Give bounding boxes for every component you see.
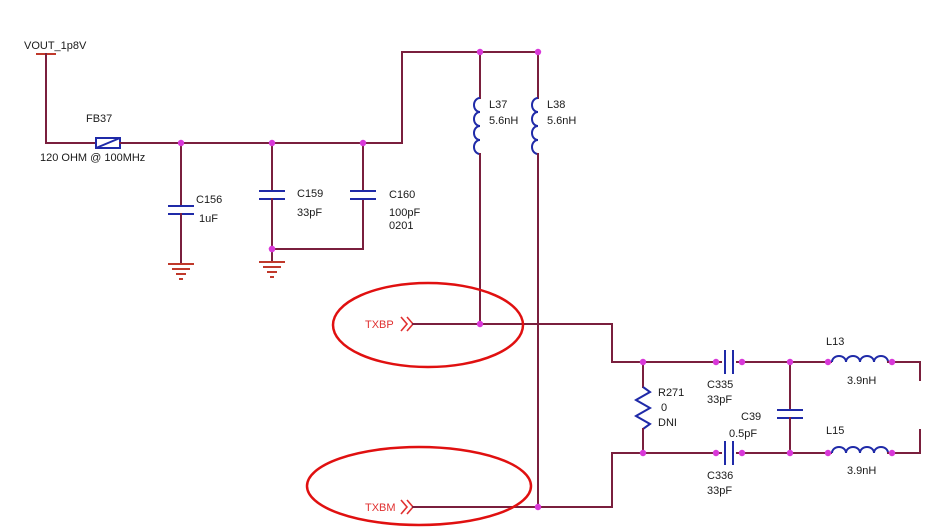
net-txbm: TXBM (365, 452, 871, 515)
c39-ref: C39 (741, 411, 761, 423)
capacitor-c335: C335 33pF (707, 350, 736, 406)
l15-value: 3.9nH (847, 465, 876, 477)
capacitor-c160: C160 100pF 0201 (350, 142, 420, 232)
ferrite-bead-fb37: FB37 120 OHM @ 100MHz (40, 113, 145, 164)
l13-value: 3.9nH (847, 375, 876, 387)
r271-ref: R271 (658, 387, 684, 399)
highlight-ellipse-txbp (331, 281, 525, 369)
c156-ref: C156 (196, 194, 222, 206)
c159-ref: C159 (297, 188, 323, 200)
l15-ref: L15 (826, 425, 844, 437)
r271-value: 0 (661, 402, 667, 414)
right-edge-stub (887, 361, 921, 454)
capacitor-c159: C159 33pF (259, 142, 364, 261)
c335-value: 33pF (707, 394, 732, 406)
r271-note: DNI (658, 417, 677, 429)
c156-value: 1uF (199, 213, 218, 225)
net-txbp: TXBP (365, 316, 871, 363)
ground-symbol-c156 (168, 263, 194, 280)
capacitor-c39: C39 0.5pF (729, 361, 803, 454)
txbm-label: TXBM (365, 502, 396, 514)
txbp-label: TXBP (365, 319, 394, 331)
fb37-ref: FB37 (86, 113, 112, 125)
c160-ref: C160 (389, 189, 415, 201)
c335-ref: C335 (707, 379, 733, 391)
junction-dots (177, 48, 896, 511)
inductor-l13: L13 3.9nH (826, 336, 889, 387)
c336-value: 33pF (707, 485, 732, 497)
vout-label: VOUT_1p8V (24, 40, 87, 52)
l37-ref: L37 (489, 99, 507, 111)
resistor-r271: R271 0 DNI (633, 361, 684, 454)
capacitor-c336: C336 33pF (707, 441, 736, 497)
inductor-l37: L37 5.6nH (473, 97, 518, 155)
highlight-ellipse-txbm (305, 445, 533, 527)
c160-package: 0201 (389, 220, 413, 232)
c336-ref: C336 (707, 470, 733, 482)
c159-value: 33pF (297, 207, 322, 219)
supply-rail (119, 51, 539, 144)
c39-value: 0.5pF (729, 428, 757, 440)
l38-value: 5.6nH (547, 115, 576, 127)
inductor-l38: L38 5.6nH (531, 97, 576, 155)
c160-value: 100pF (389, 207, 420, 219)
ground-symbol-c159 (259, 261, 285, 278)
l37-value: 5.6nH (489, 115, 518, 127)
fb37-value: 120 OHM @ 100MHz (40, 152, 145, 164)
capacitor-c156: C156 1uF (168, 142, 222, 263)
l13-ref: L13 (826, 336, 844, 348)
power-net: VOUT_1p8V (24, 40, 96, 144)
inductor-l15: L15 3.9nH (826, 425, 889, 477)
l38-ref: L38 (547, 99, 565, 111)
